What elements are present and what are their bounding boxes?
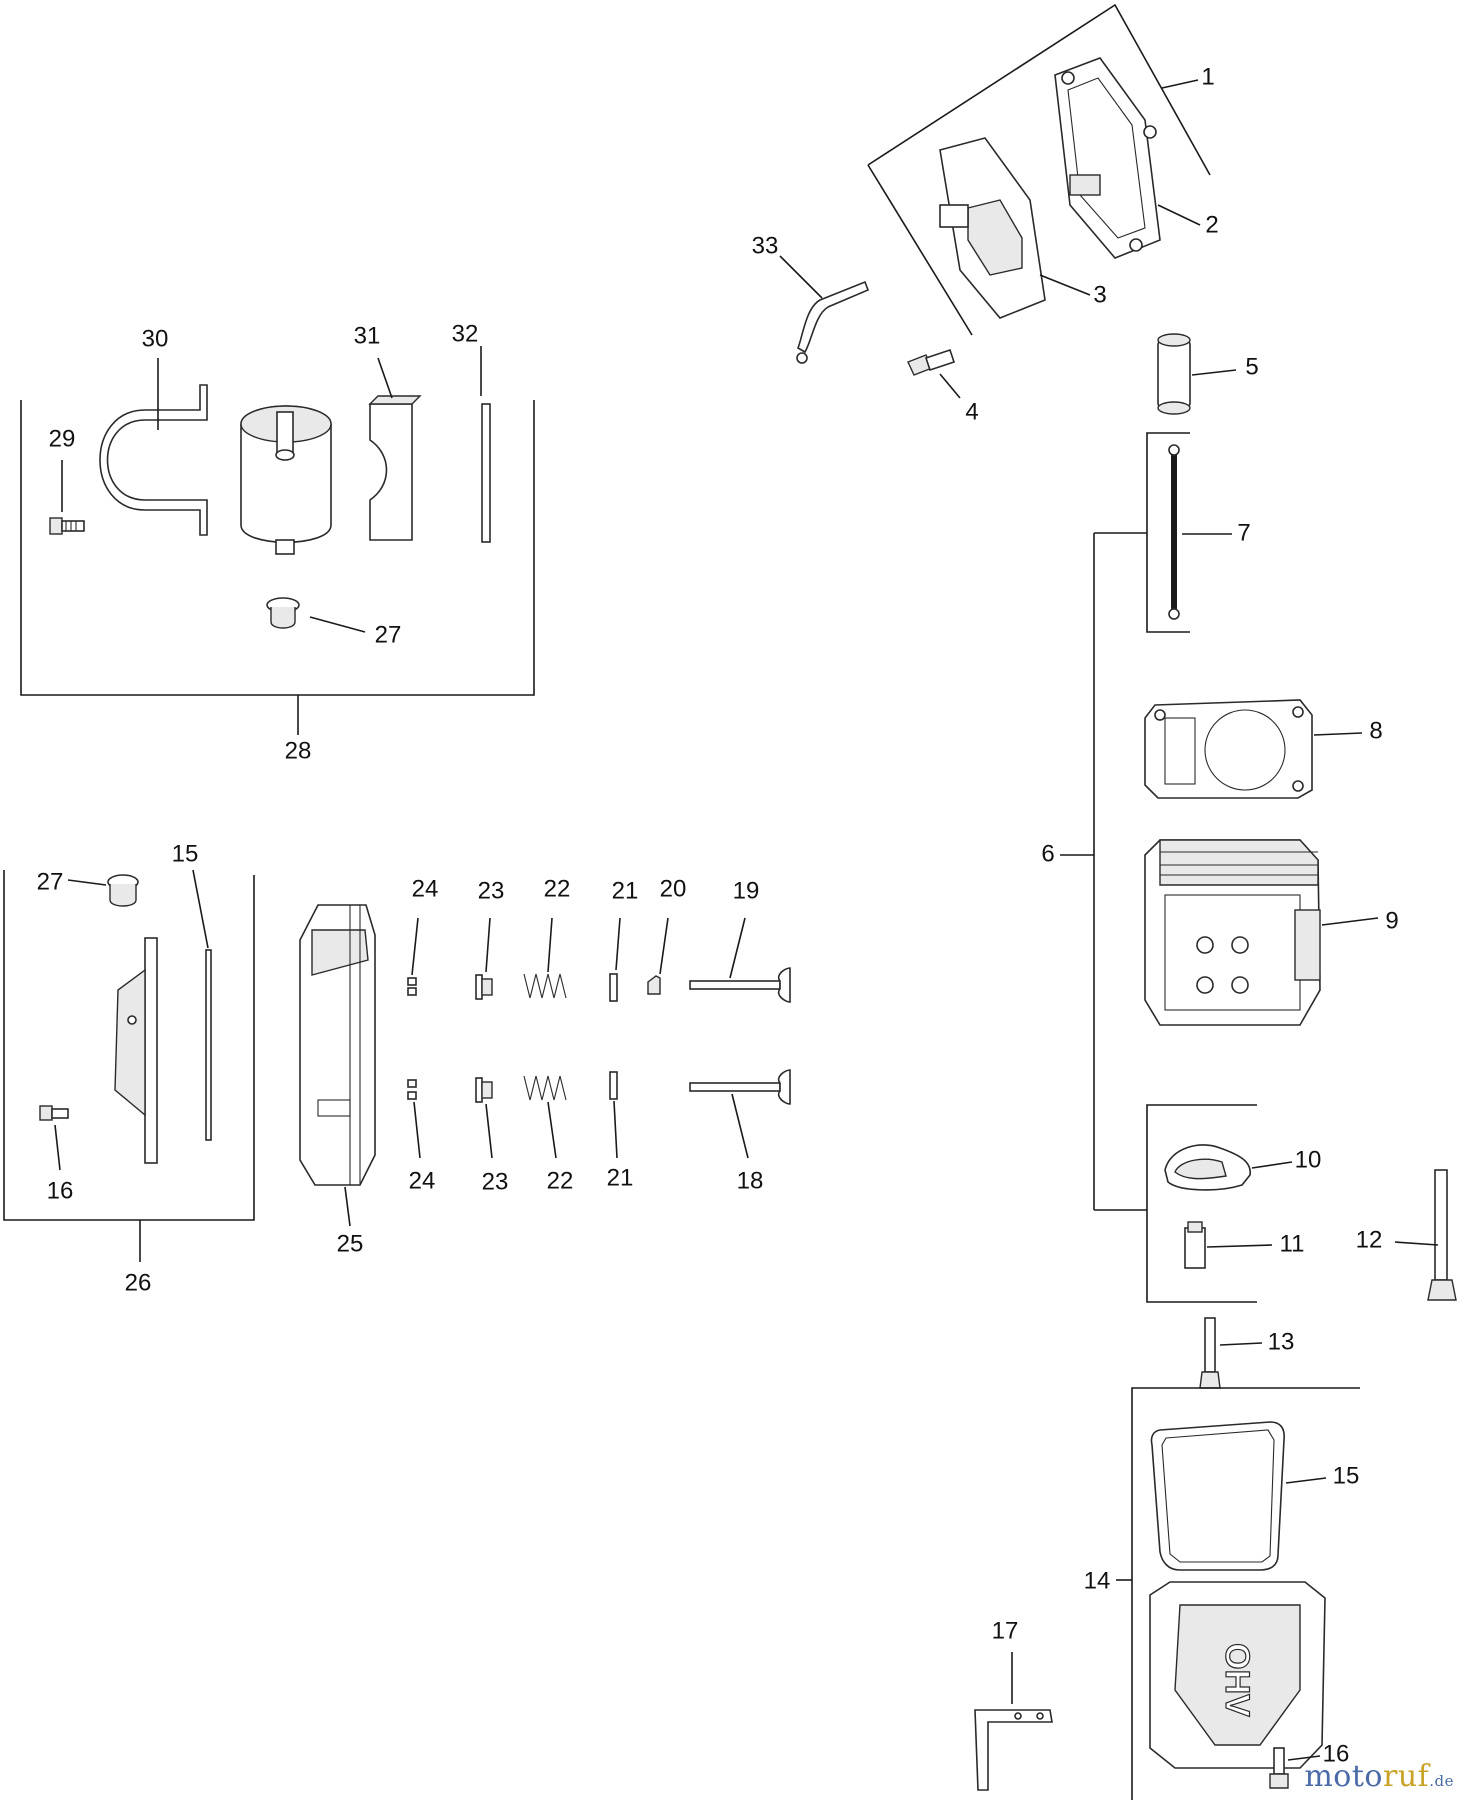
cover-3[interactable]: [939, 137, 1091, 319]
stud-13[interactable]: [1199, 1317, 1263, 1389]
fuel-filter[interactable]: [240, 405, 332, 555]
callout-16-left: 16: [47, 1177, 74, 1204]
callout-28: 28: [285, 737, 312, 764]
callout-20: 20: [660, 875, 687, 902]
tube-33[interactable]: [779, 255, 870, 364]
callout-15-left: 15: [172, 840, 199, 867]
retainer-23-top[interactable]: [475, 917, 493, 1000]
callout-7: 7: [1237, 519, 1250, 546]
gasket-15-left[interactable]: [192, 869, 212, 1141]
bolt-4[interactable]: [907, 348, 961, 399]
seal-21-bottom[interactable]: [609, 1071, 618, 1159]
callout-1: 1: [1201, 63, 1214, 90]
callout-6: 6: [1041, 840, 1054, 867]
gasket-15-bottom[interactable]: [1150, 1421, 1327, 1571]
callout-5: 5: [1245, 353, 1258, 380]
watermark-main: moto: [1304, 1759, 1383, 1794]
spring-22-top[interactable]: [523, 917, 567, 999]
callout-8: 8: [1369, 717, 1382, 744]
watermark-accent: ruf: [1382, 1759, 1430, 1794]
callout-23-top: 23: [478, 877, 505, 904]
callout-22-top: 22: [544, 875, 571, 902]
pushrod-7[interactable]: [1168, 444, 1232, 620]
callout-27-top: 27: [375, 621, 402, 648]
kit-1-outline: [867, 3, 1211, 336]
callout-27-mid: 27: [37, 868, 64, 895]
ohv-emblem: OHV: [1218, 1643, 1256, 1717]
spring-22-bottom[interactable]: [523, 1075, 567, 1159]
breather-cover[interactable]: [114, 937, 158, 1164]
callout-9: 9: [1385, 907, 1398, 934]
keepers-24-top[interactable]: [407, 917, 419, 996]
callout-10: 10: [1295, 1146, 1322, 1173]
callout-23-bottom: 23: [482, 1168, 509, 1195]
kit-28-outline: [20, 400, 535, 735]
rocker-arm-10[interactable]: [1164, 1144, 1293, 1191]
kit-26-outline: [3, 870, 255, 1262]
callout-18: 18: [737, 1167, 764, 1194]
keepers-24-bottom[interactable]: [407, 1079, 421, 1159]
cylinder-head-25[interactable]: [299, 904, 376, 1227]
gasket-32[interactable]: [480, 346, 491, 543]
bolt-12[interactable]: [1394, 1169, 1457, 1301]
callout-21-bottom: 21: [607, 1164, 634, 1191]
retainer-23-bottom[interactable]: [475, 1077, 493, 1159]
callout-12: 12: [1356, 1226, 1383, 1253]
screw-16-left[interactable]: [39, 1105, 69, 1171]
callout-14: 14: [1084, 1567, 1111, 1594]
screw-16-bottom[interactable]: [1269, 1747, 1321, 1789]
callout-2: 2: [1205, 211, 1218, 238]
callout-33: 33: [752, 232, 779, 259]
cylinder-head-9[interactable]: [1144, 839, 1379, 1026]
callout-4: 4: [965, 398, 978, 425]
bracket-17[interactable]: [974, 1652, 1053, 1791]
callout-15-right: 15: [1333, 1462, 1360, 1489]
head-gasket-8[interactable]: [1144, 699, 1363, 799]
grommet-27-mid[interactable]: [67, 874, 139, 907]
callout-19: 19: [733, 877, 760, 904]
callout-30: 30: [142, 325, 169, 352]
callout-32: 32: [452, 320, 479, 347]
clamp-30[interactable]: [99, 358, 208, 536]
callout-24-bottom: 24: [409, 1167, 436, 1194]
callout-26: 26: [125, 1269, 152, 1296]
callout-3: 3: [1093, 281, 1106, 308]
screw-29[interactable]: [49, 460, 85, 535]
callout-29: 29: [49, 425, 76, 452]
kit-6-outline: [1060, 432, 1257, 1303]
callout-24-top: 24: [412, 875, 439, 902]
callout-17: 17: [992, 1617, 1019, 1644]
callout-11: 11: [1280, 1230, 1305, 1257]
callout-25: 25: [337, 1230, 364, 1257]
kit-14-outline: [1116, 1387, 1360, 1800]
gasket-2[interactable]: [1054, 57, 1201, 259]
callout-31: 31: [354, 322, 381, 349]
intake-valve-18[interactable]: [689, 1069, 791, 1159]
pivot-11[interactable]: [1184, 1221, 1273, 1269]
bracket-31[interactable]: [368, 357, 422, 541]
motoruf-watermark: motoruf.de: [1304, 1759, 1454, 1794]
exhaust-valve-19[interactable]: [689, 917, 791, 1003]
seal-21-top[interactable]: [609, 917, 621, 1002]
tappet-5[interactable]: [1157, 333, 1237, 415]
callout-13: 13: [1268, 1328, 1295, 1355]
callout-16-bottom: 16: [1323, 1740, 1350, 1767]
grommet-27-top[interactable]: [266, 597, 366, 633]
valve-cover-14[interactable]: OHV: [1149, 1581, 1326, 1769]
cap-20[interactable]: [647, 917, 669, 995]
watermark-tld: .de: [1429, 1772, 1454, 1790]
callout-21-top: 21: [612, 877, 639, 904]
callout-22-bottom: 22: [547, 1167, 574, 1194]
